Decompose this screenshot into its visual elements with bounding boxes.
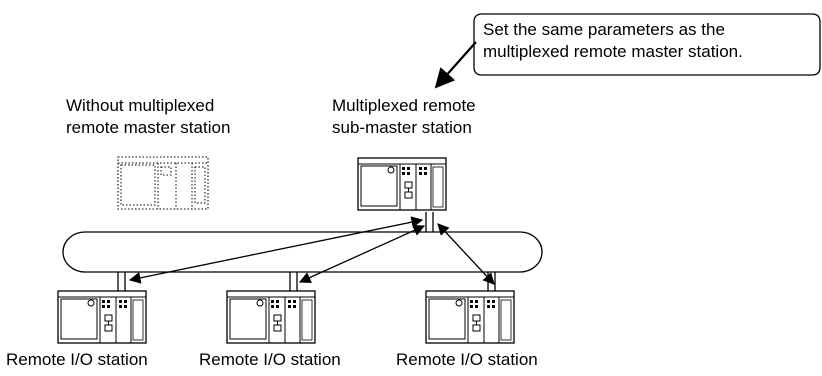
remote-io-station-1 [57,290,147,344]
communication-arrows [128,216,495,285]
submaster-label: Multiplexed remote sub-master station [332,95,476,139]
without-master-line-2: remote master station [66,118,231,137]
remote-io-station-3 [425,290,515,344]
ghost-master-station [117,156,209,210]
remote-io-label-1: Remote I/O station [6,350,148,369]
callout-line-1: Set the same parameters as the [483,20,725,39]
submaster-station [357,157,447,211]
callout-line-2: multiplexed remote master station. [483,42,743,61]
without-master-label: Without multiplexed remote master statio… [66,95,230,139]
remote-io-station-2 [226,290,316,344]
without-master-line-1: Without multiplexed [66,96,215,115]
remote-io-label-2: Remote I/O station [199,350,341,369]
submaster-line-1: Multiplexed remote [332,96,476,115]
remote-io-label-3: Remote I/O station [396,350,538,369]
callout-text: Set the same parameters as the multiplex… [483,19,743,63]
callout-arrow [434,41,477,89]
network-ring [62,231,543,273]
submaster-line-2: sub-master station [332,118,472,137]
callout-bubble [473,13,821,76]
